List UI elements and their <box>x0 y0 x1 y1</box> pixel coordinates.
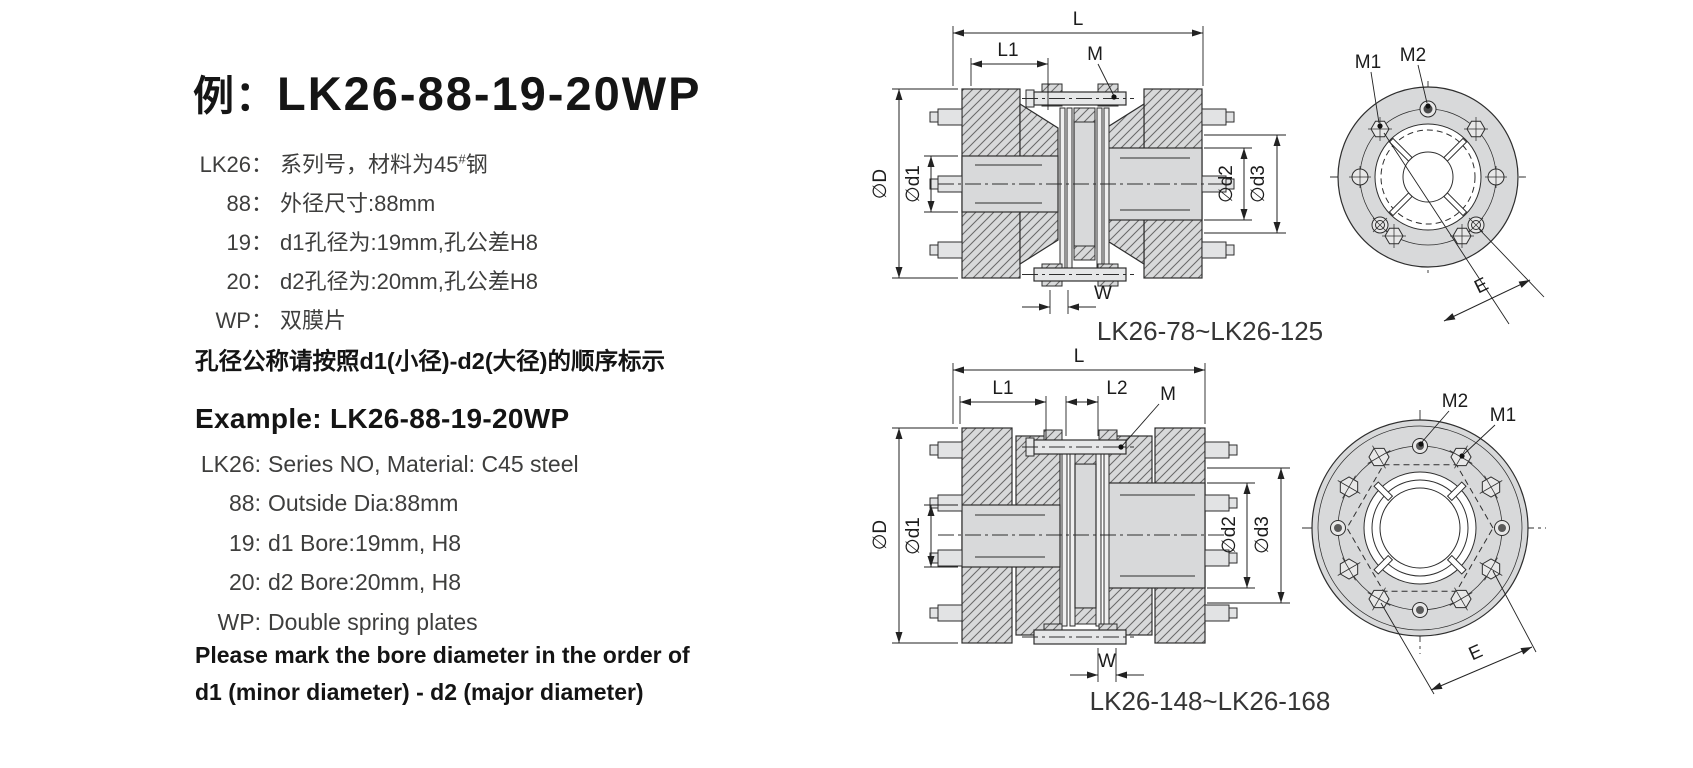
dim-label-E-bottom: E <box>1466 641 1486 665</box>
dim-label-d1-bottom: ∅d1 <box>903 517 924 555</box>
cn-line-outside-dia: 88：外径尺寸:88mm <box>226 191 436 217</box>
dim-label-L1-bottom: L1 <box>992 378 1013 399</box>
cn-explanation-list: LK26：系列号，材料为45#钢 88：外径尺寸:88mm 19：d1孔径为:1… <box>195 140 538 340</box>
bottom-side-view-drawing: L L1 L2 M ∅D ∅d1 <box>870 346 1290 682</box>
dim-label-d3-top: ∅d3 <box>1248 165 1269 203</box>
dim-label-L2-bottom: L2 <box>1106 378 1127 399</box>
en-line-series: LK26:Series NO, Material: C45 steel <box>200 451 579 477</box>
dim-label-W-top: W <box>1094 283 1112 304</box>
bottom-front-hub-slots <box>1373 481 1467 575</box>
en-bore-order-note: Please mark the bore diameter in the ord… <box>195 637 690 711</box>
en-example-title: Example: LK26-88-19-20WP <box>195 403 570 434</box>
top-front-bolts <box>1349 100 1507 248</box>
en-line-outside-dia: 88:Outside Dia:88mm <box>229 490 459 517</box>
dim-label-M2-bottom: M2 <box>1442 391 1468 412</box>
cn-bore-order-note: 孔径公称请按照d1(小径)-d2(大径)的顺序标示 <box>195 348 665 374</box>
en-line-wp: WP:Double spring plates <box>217 608 478 635</box>
dim-label-D-bottom: ∅D <box>870 520 891 550</box>
dim-label-d2-top: ∅d2 <box>1216 165 1237 203</box>
dim-label-M2-top: M2 <box>1400 45 1426 66</box>
top-drawing-caption: LK26-78~LK26-125 <box>1097 316 1323 346</box>
dim-label-D-top: ∅D <box>870 169 891 199</box>
dim-label-M-bottom: M <box>1160 384 1176 405</box>
dim-label-M1-bottom: M1 <box>1490 405 1516 426</box>
bottom-front-view-drawing: M2 M1 E <box>1302 391 1546 695</box>
top-front-hub-slots <box>1388 137 1468 217</box>
dim-label-M-top: M <box>1087 44 1103 65</box>
dim-label-d3-bottom: ∅d3 <box>1252 516 1273 554</box>
dim-label-E-top: E <box>1471 274 1492 298</box>
cn-line-wp: WP：双膜片 <box>215 308 347 334</box>
dim-label-L-bottom: L <box>1074 346 1085 367</box>
cn-title-prefix: 例： <box>193 73 277 119</box>
cn-example-title: 例：LK26-88-19-20WP <box>193 62 701 122</box>
cn-line-d1: 19：d1孔径为:19mm,孔公差H8 <box>226 230 538 256</box>
dim-label-W-bottom: W <box>1098 651 1116 672</box>
top-front-view-drawing: M1 M2 E <box>1330 45 1545 325</box>
cn-line-series: LK26：系列号，材料为45#钢 <box>199 152 488 178</box>
superscript-hash: # <box>458 152 466 167</box>
dim-label-d1-top: ∅d1 <box>903 165 924 203</box>
en-note-line2: d1 (minor diameter) - d2 (major diameter… <box>195 679 644 705</box>
top-side-view-drawing: L L1 M ∅D ∅d1 ∅d2 <box>870 9 1286 314</box>
cn-line-d2: 20：d2孔径为:20mm,孔公差H8 <box>226 269 538 295</box>
dim-label-L1-top: L1 <box>997 40 1018 61</box>
en-explanation-list: LK26:Series NO, Material: C45 steel 88:O… <box>195 445 579 642</box>
bottom-drawing-caption: LK26-148~LK26-168 <box>1090 686 1331 716</box>
en-note-line1: Please mark the bore diameter in the ord… <box>195 642 690 668</box>
dim-label-M1-top: M1 <box>1355 52 1381 73</box>
dim-label-L-top: L <box>1073 9 1084 30</box>
en-line-d1: 19:d1 Bore:19mm, H8 <box>229 529 462 556</box>
bottom-side-flange-screws <box>929 441 1238 622</box>
dim-label-d2-bottom: ∅d2 <box>1219 516 1240 554</box>
cn-title-model: LK26-88-19-20WP <box>277 67 702 120</box>
en-line-d2: 20:d2 Bore:20mm, H8 <box>229 569 462 596</box>
